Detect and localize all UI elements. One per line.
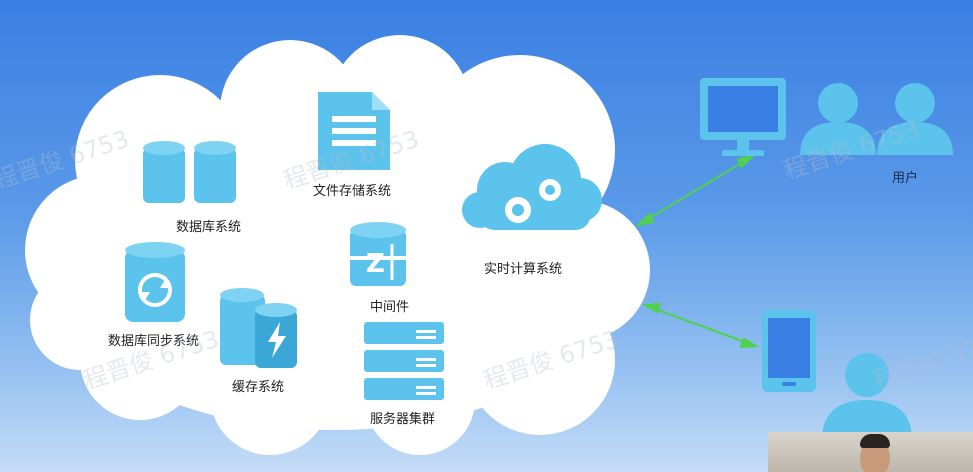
- label-cache: 缓存系统: [232, 380, 285, 395]
- middleware-icon: Z: [338, 222, 436, 286]
- db-sync-icon: [125, 242, 185, 322]
- label-realtime: 实时计算系统: [484, 262, 563, 277]
- cache-icon: [220, 288, 297, 368]
- file-icon: [318, 92, 390, 170]
- server-icon: [364, 322, 444, 400]
- label-users: 用户: [892, 171, 919, 186]
- label-file-storage: 文件存储系统: [313, 184, 392, 199]
- label-database: 数据库系统: [176, 220, 242, 235]
- mobile-user-icon: [822, 353, 912, 440]
- label-middleware: 中间件: [370, 300, 410, 315]
- realtime-cloud-icon: [462, 144, 602, 230]
- presenter-hair: [860, 434, 890, 448]
- label-db-sync: 数据库同步系统: [108, 334, 200, 349]
- arrow-realtime-mobile: [641, 302, 760, 349]
- webcam-overlay: [768, 432, 973, 472]
- database-icon: [143, 141, 236, 203]
- arrow-realtime-users: [634, 154, 757, 227]
- users-icon: [800, 83, 953, 155]
- monitor-icon: [700, 78, 786, 156]
- svg-text:Z: Z: [366, 249, 385, 279]
- phone-icon: [762, 310, 816, 392]
- label-server-cluster: 服务器集群: [370, 412, 436, 427]
